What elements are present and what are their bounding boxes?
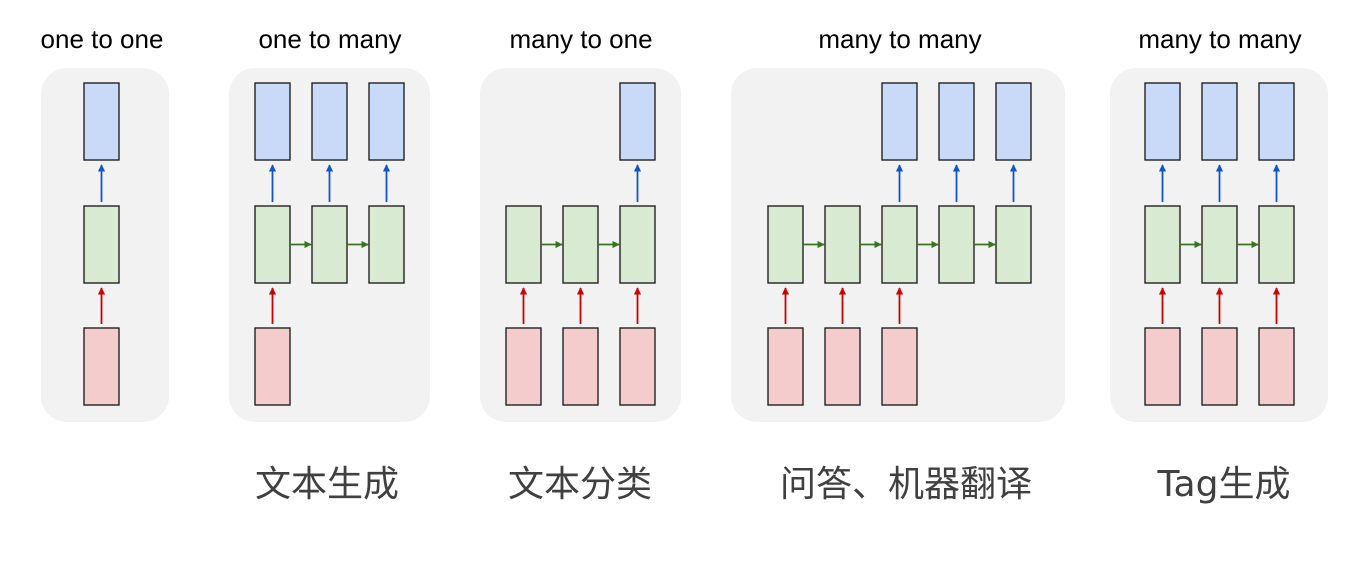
panel-title: one to many (258, 24, 401, 54)
panel-title: many to many (818, 24, 981, 54)
hidden-state-box (368, 205, 405, 284)
input-box (562, 327, 599, 406)
hidden-state-box (311, 205, 348, 284)
hidden-state-box (505, 205, 542, 284)
input-box (1258, 327, 1295, 406)
output-box (619, 82, 656, 161)
panel-caption: Tag生成 (1157, 464, 1291, 505)
output-box (1144, 82, 1181, 161)
input-box (881, 327, 918, 406)
hidden-state-box (767, 205, 804, 284)
panel-caption: 文本生成 (255, 464, 399, 505)
input-box (1144, 327, 1181, 406)
hidden-state-box (824, 205, 861, 284)
hidden-state-box (83, 205, 120, 284)
output-box (995, 82, 1032, 161)
output-box (938, 82, 975, 161)
output-box (311, 82, 348, 161)
hidden-state-box (881, 205, 918, 284)
panel-caption: 问答、机器翻译 (780, 464, 1032, 505)
input-box (83, 327, 120, 406)
hidden-state-box (1144, 205, 1181, 284)
input-box (505, 327, 542, 406)
output-box (83, 82, 120, 161)
input-box (824, 327, 861, 406)
panel-one-to-many: one to many 文本生成 (229, 24, 430, 505)
output-box (1258, 82, 1295, 161)
hidden-state-box (995, 205, 1032, 284)
panel-caption: 文本分类 (508, 464, 652, 505)
hidden-state-box (1201, 205, 1238, 284)
panel-many-to-many-seq2seq: many to many 问答、机器翻译 (731, 24, 1065, 505)
output-box (881, 82, 918, 161)
hidden-state-box (254, 205, 291, 284)
panel-title: many to one (509, 24, 652, 54)
input-box (1201, 327, 1238, 406)
hidden-state-box (1258, 205, 1295, 284)
hidden-state-box (562, 205, 599, 284)
hidden-state-box (938, 205, 975, 284)
output-box (368, 82, 405, 161)
input-box (254, 327, 291, 406)
panel-title: many to many (1138, 24, 1301, 54)
output-box (254, 82, 291, 161)
input-box (767, 327, 804, 406)
input-box (619, 327, 656, 406)
hidden-state-box (619, 205, 656, 284)
panel-one-to-one: one to one (41, 24, 169, 422)
output-box (1201, 82, 1238, 161)
panel-many-to-one: many to one 文本分类 (480, 24, 681, 505)
panel-title: one to one (41, 24, 164, 54)
